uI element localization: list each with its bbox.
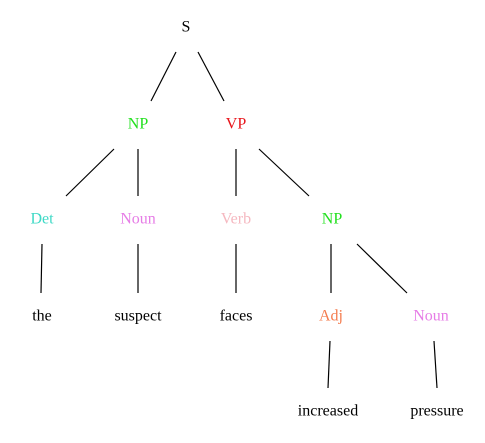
tree-node-noun2: Noun — [413, 308, 449, 325]
tree-node-the: the — [32, 308, 52, 325]
tree-node-suspect: suspect — [114, 308, 162, 325]
tree-node-det: Det — [30, 211, 54, 228]
tree-node-s: S — [182, 19, 191, 36]
tree-edge-np1-det — [65, 148, 115, 197]
tree-node-np2: NP — [322, 211, 343, 228]
tree-edge-adj-increased — [327, 340, 331, 389]
tree-edge-np2-noun2 — [356, 243, 408, 294]
tree-node-verb: Verb — [221, 211, 251, 228]
tree-edge-det-the — [40, 243, 43, 294]
tree-edge-s-np1 — [150, 51, 177, 102]
tree-node-noun1: Noun — [120, 211, 156, 228]
tree-node-vp: VP — [226, 116, 247, 133]
tree-edge-noun2-pressure — [433, 340, 438, 389]
tree-node-adj: Adj — [319, 308, 343, 325]
tree-node-np1: NP — [128, 116, 149, 133]
tree-edge-s-vp — [197, 51, 225, 102]
tree-node-faces: faces — [220, 308, 253, 325]
tree-node-pressure: pressure — [410, 403, 463, 420]
tree-edge-vp-np2 — [258, 148, 310, 197]
tree-node-increased: increased — [298, 403, 358, 420]
